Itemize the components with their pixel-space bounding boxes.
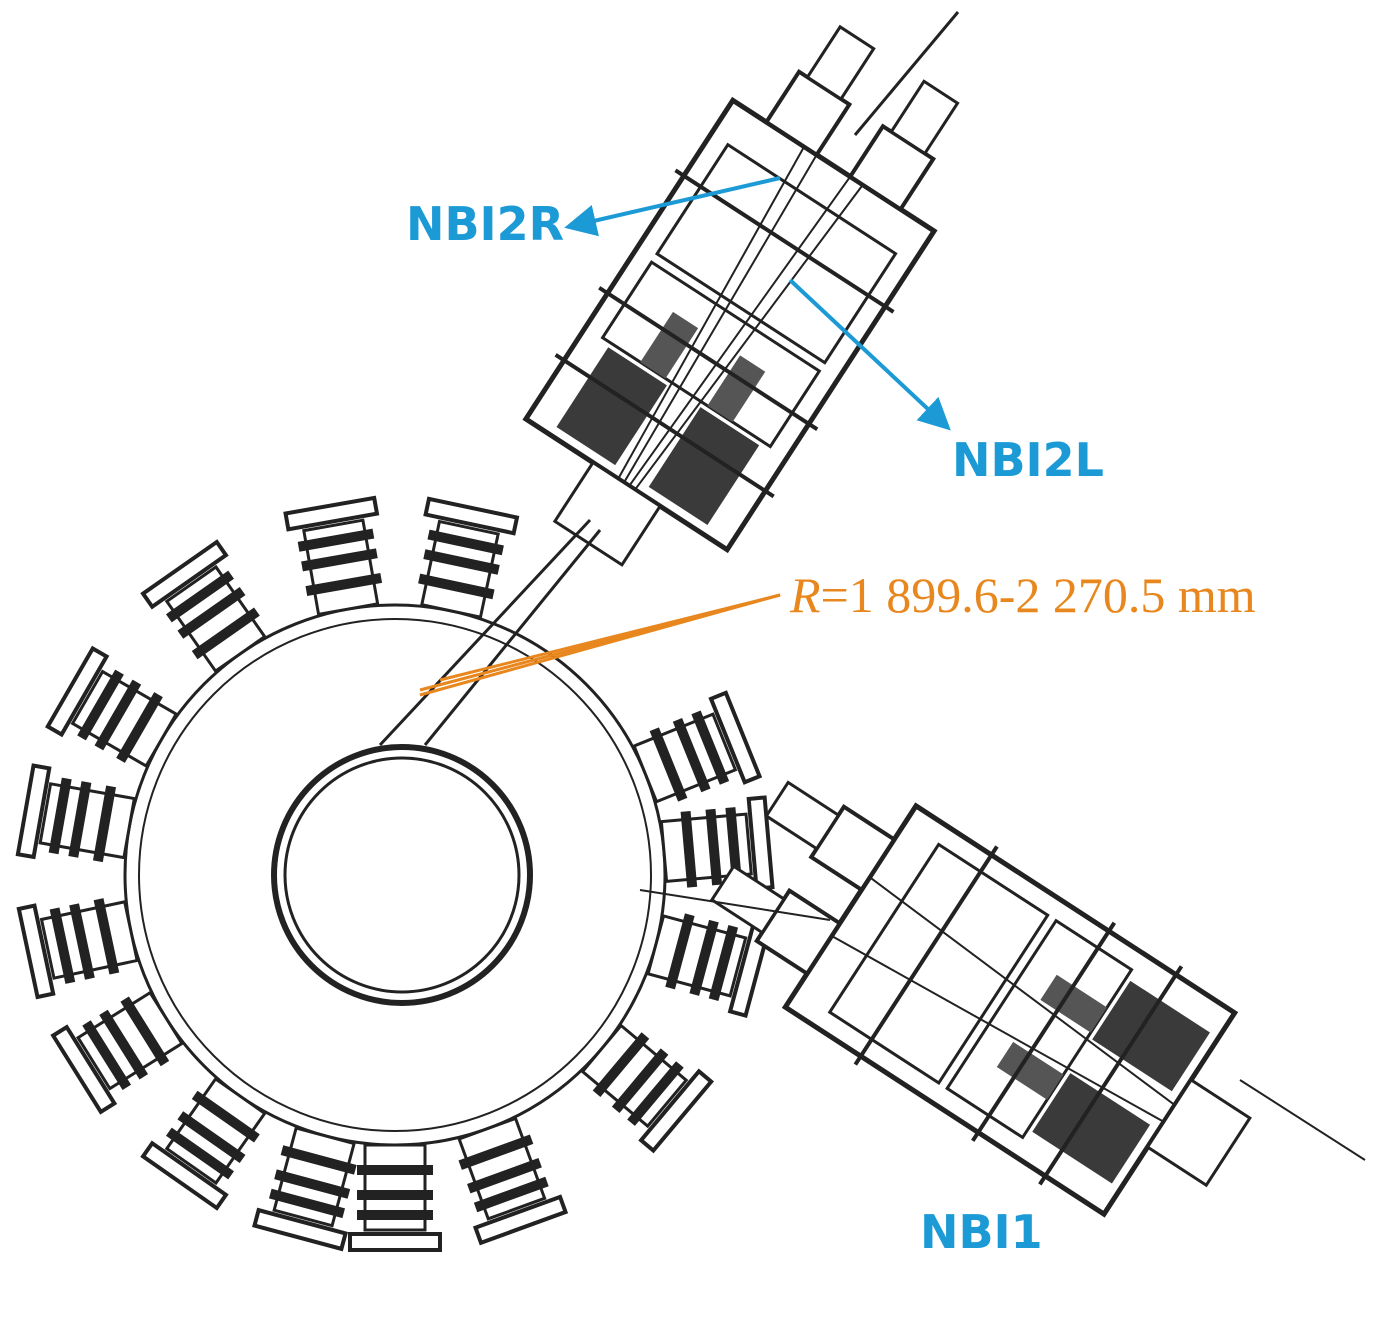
nbi1-beam-lines [639, 889, 1366, 1161]
vessel-port [632, 690, 763, 804]
vessel-port [283, 495, 383, 617]
vessel-port [348, 1143, 442, 1252]
label-leaders [564, 176, 951, 431]
vessel-port [45, 645, 179, 769]
nbi2r-arrow [564, 176, 781, 237]
vessel-port [659, 795, 775, 891]
radius-sightlines [419, 593, 781, 697]
radius-label: R=1 899.6-2 270.5 mm [789, 567, 1256, 623]
vessel-port [15, 763, 137, 863]
nbi2-beam-lines [378, 11, 960, 747]
nbi1-label: NBI1 [920, 1205, 1043, 1259]
nbi2-injector [522, 24, 960, 567]
vessel-port [50, 990, 184, 1115]
vessel-port [252, 1126, 357, 1252]
nbi1-injector [709, 780, 1252, 1218]
nbi2l-label: NBI2L [952, 433, 1104, 487]
vacuum-vessel [123, 603, 667, 1147]
vessel-port [140, 539, 267, 674]
vessel-port [580, 1023, 715, 1154]
vessel-port [457, 1116, 569, 1246]
vessel-ports [15, 495, 775, 1252]
nbi2r-label: NBI2R [406, 197, 564, 251]
vessel-port [140, 1076, 267, 1211]
central-column [271, 744, 533, 1006]
radius-symbol: R [789, 567, 821, 623]
vessel-port [418, 496, 520, 619]
nbi2l-arrow [788, 278, 951, 431]
radius-value: =1 899.6-2 270.5 mm [821, 567, 1256, 623]
vessel-port [646, 913, 772, 1018]
vessel-port [16, 898, 139, 1000]
